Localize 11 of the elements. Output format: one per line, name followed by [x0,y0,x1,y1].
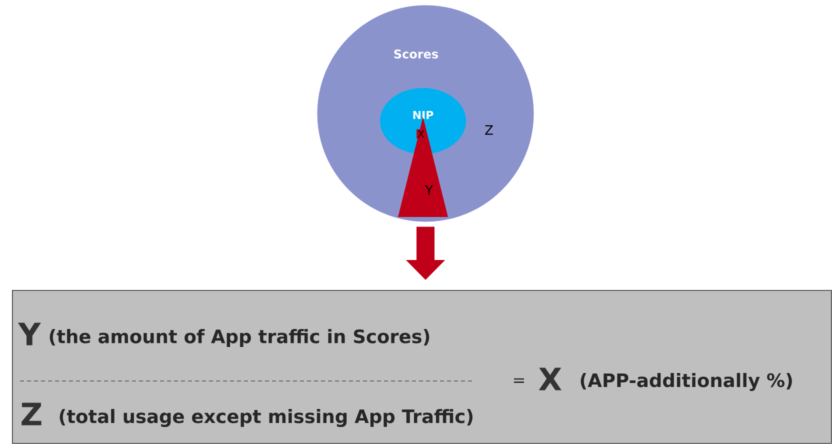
equals-sign: = [514,378,524,383]
formula-text: (the amount of App traffic in Scores) [50,329,430,347]
formula-symbol: X [538,368,562,390]
letter-label: Z [485,125,493,135]
formula-text: (total usage except missing App Traffic) [60,408,472,428]
formula-symbol: Z [22,402,42,426]
formula-text: (APP-additionally %) [580,372,792,392]
letter-label: Y [425,185,433,195]
formula-symbol: Y [18,322,41,346]
circle-label: Scores [394,49,438,59]
circle-label: NIP [413,111,434,119]
